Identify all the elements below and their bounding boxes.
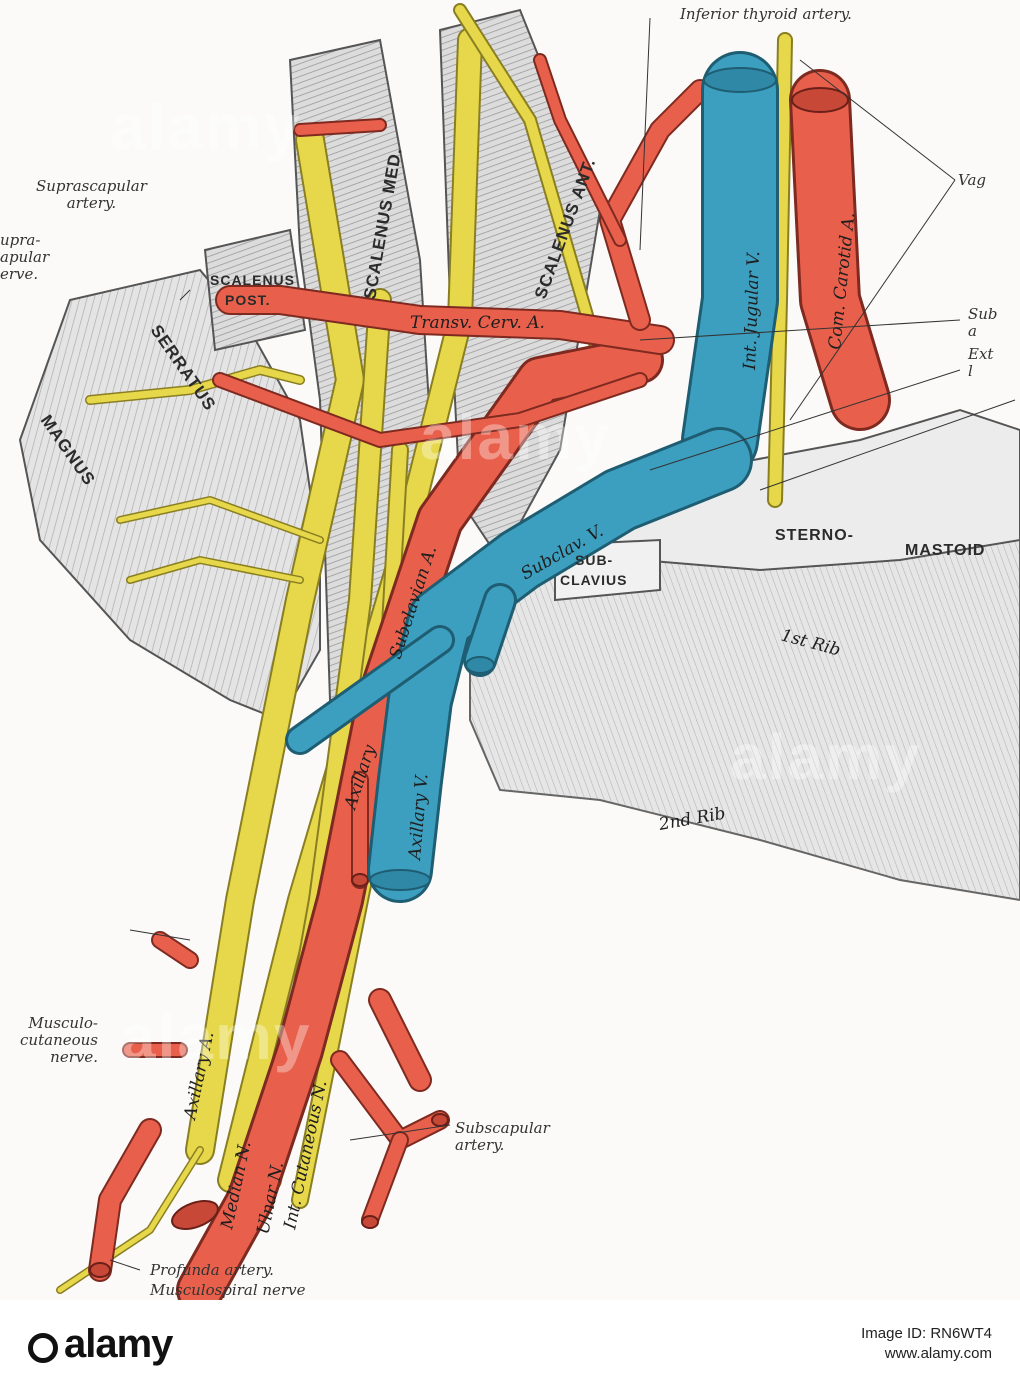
anatomy-illustration: SCALENUS MED. SCALENUS ANT. SCALENUS POS… [0,3,1020,1300]
suprascapular-nerve-label: upra- apular erve. [0,231,50,283]
vagus-label: Vag [958,171,987,189]
leader-lines [109,17,1016,1271]
footer-url[interactable]: www.alamy.com [884,1345,992,1362]
subclavian-partial-label: Sub a [968,305,998,340]
sterno-label: STERNO- [775,527,854,544]
scalenus-post-label-2: POST. [225,292,270,308]
musculocutaneous-label: Musculo- cutaneous nerve. [20,1014,98,1066]
brachial-plexus-nerves [56,3,793,1294]
subscapular-artery-label: Subscapular artery. [455,1119,550,1154]
image-id: Image ID: RN6WT4 [861,1325,992,1342]
footer-logo-text: alamy [64,1322,173,1366]
mastoid-label: MASTOID [905,542,985,559]
footer-logo[interactable]: alamy [28,1322,173,1367]
inferior-thyroid-label: Inferior thyroid artery. [680,5,852,23]
stock-footer: alamy Image ID: RN6WT4 www.alamy.com [0,1300,1020,1390]
suprascapular-artery-label: Suprascapular artery. [36,177,147,212]
transv-cerv-label: Transv. Cerv. A. [410,313,545,333]
watermark: alamy [110,91,302,163]
watermark: alamy [420,401,612,473]
subclavius-label-2: CLAVIUS [560,572,627,588]
anatomy-drawing: SCALENUS MED. SCALENUS ANT. SCALENUS POS… [18,3,1020,1300]
artery-cut-ends [89,87,849,1278]
veins [285,51,779,903]
int-jugular-label: Int. Jugular V. [740,251,764,371]
profunda-label: Profunda artery. [150,1261,274,1279]
subclavius-label-1: SUB- [575,552,613,568]
musculospiral-label: Musculospiral nerve [150,1281,306,1299]
arteries [88,53,891,1300]
alamy-logo-icon [28,1333,58,1363]
vein-cut-ends [369,67,777,891]
footer-image-info: Image ID: RN6WT4 www.alamy.com [861,1324,992,1364]
watermark: alamy [120,1001,312,1073]
scalenus-post-label-1: SCALENUS [210,272,295,288]
watermark: alamy [730,721,922,793]
external-partial-label: Ext l [968,345,994,380]
